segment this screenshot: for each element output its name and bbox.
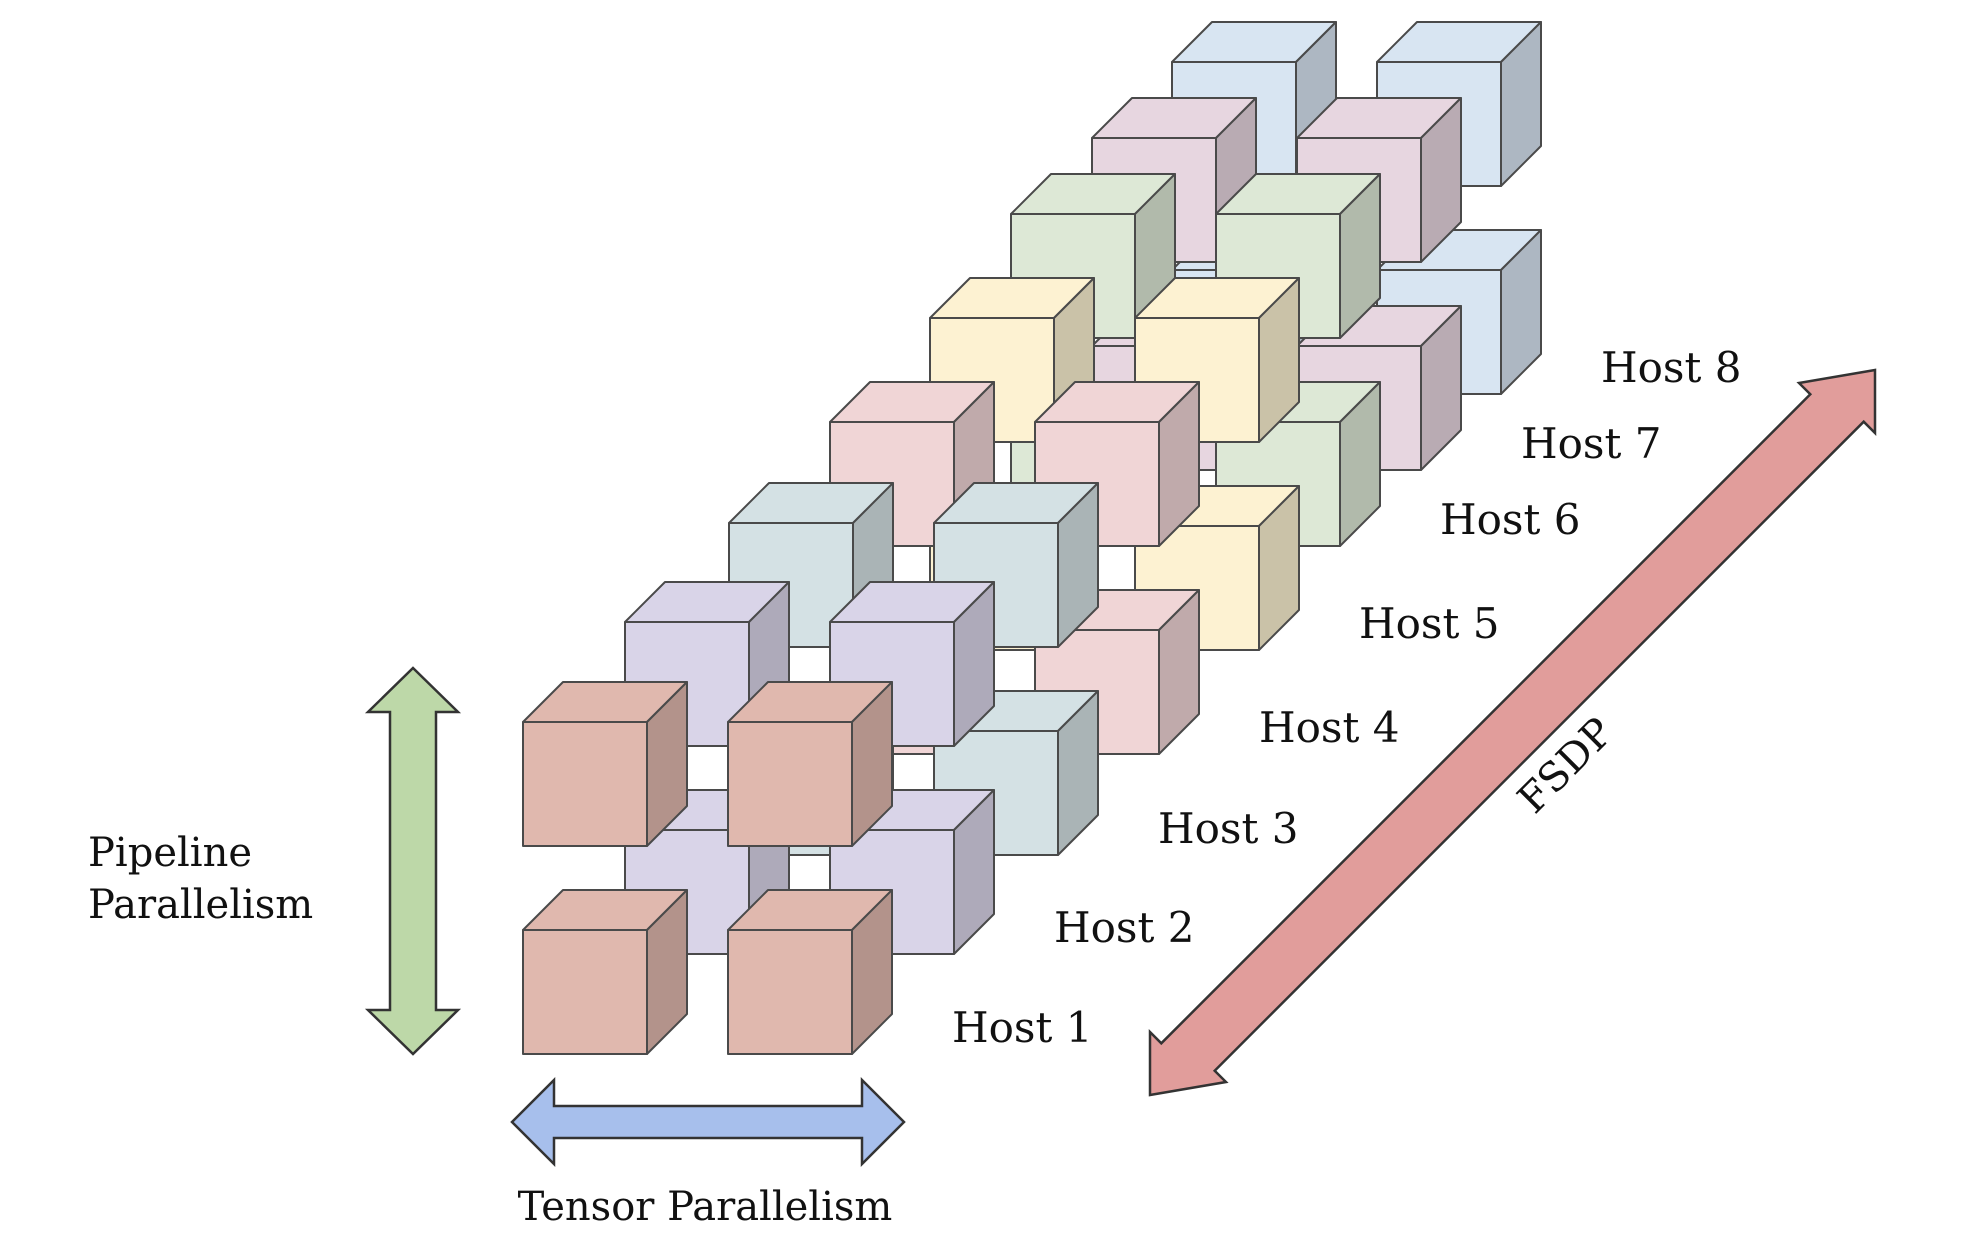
host-label-1: Host 1 <box>952 1003 1092 1052</box>
pipeline-label-line1: Pipeline <box>88 830 252 876</box>
cube-front-face <box>727 929 853 1055</box>
host-labels: Host 8 Host 7 Host 6 Host 5 Host 4 Host 3 Host… <box>952 343 1741 1052</box>
host-label-2: Host 2 <box>1054 903 1194 952</box>
cube-front-face <box>727 721 853 847</box>
host-cube-grid <box>522 21 1542 1055</box>
host-1-device-r1c1 <box>522 889 688 1055</box>
pipeline-label-line2: Parallelism <box>88 882 313 928</box>
host-label-5: Host 5 <box>1359 599 1499 648</box>
host-1-device-r2c1 <box>522 681 688 847</box>
host-label-4: Host 4 <box>1259 703 1399 752</box>
tensor-parallelism-arrow <box>510 1076 906 1168</box>
host-label-6: Host 6 <box>1440 495 1580 544</box>
pipeline-parallelism-arrow <box>364 666 462 1056</box>
tensor-label: Tensor Parallelism <box>518 1184 893 1230</box>
cube-front-face <box>522 929 648 1055</box>
host-label-8: Host 8 <box>1601 343 1741 392</box>
cube-front-face <box>522 721 648 847</box>
host-1-device-r2c2 <box>727 681 893 847</box>
fsdp-arrow <box>1148 368 1877 1097</box>
host-label-7: Host 7 <box>1521 419 1661 468</box>
host-label-3: Host 3 <box>1158 804 1298 853</box>
host-1-device-r1c2 <box>727 889 893 1055</box>
